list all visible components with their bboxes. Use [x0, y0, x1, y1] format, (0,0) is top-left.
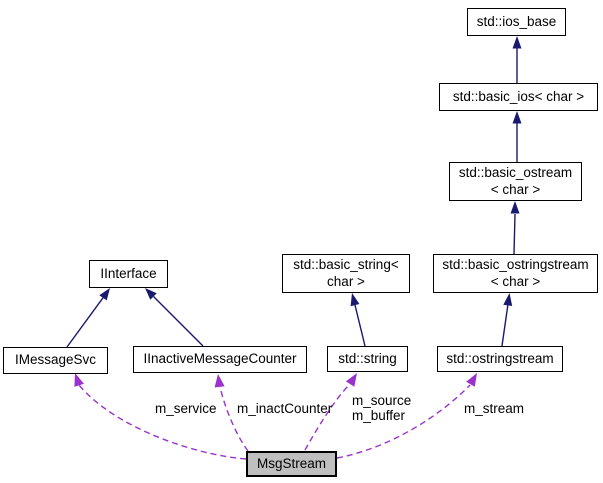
edge-msgstream-m-service — [74, 373, 247, 460]
node-std-basic-ostream[interactable]: std::basic_ostream < char > — [449, 162, 582, 201]
node-iinterface[interactable]: IInterface — [89, 260, 168, 288]
node-std-ios-base-label: std::ios_base — [476, 13, 557, 29]
edge-basic-ostream-to-basic-ios — [512, 111, 522, 162]
edge-msgstream-m-inactcounter — [214, 374, 249, 452]
edge-iinactivemessagecounter-to-iinterface — [145, 288, 204, 347]
edge-msgstream-m-source-m-buffer — [304, 373, 357, 451]
node-iinactivemessagecounter[interactable]: IInactiveMessageCounter — [133, 346, 307, 373]
edge-basic-ostringstream-to-basic-ostream — [510, 201, 520, 255]
edge-label-m-service: m_service — [155, 401, 217, 416]
node-std-basic-ios-label: std::basic_ios< char > — [452, 88, 585, 104]
edge-msgstream-m-stream — [336, 373, 477, 459]
node-std-basic-string[interactable]: std::basic_string< char > — [282, 254, 410, 293]
node-std-basic-string-label: std::basic_string< char > — [293, 257, 399, 289]
edge-label-m-inactcounter: m_inactCounter — [237, 401, 333, 416]
node-std-string-label: std::string — [338, 350, 397, 366]
edge-string-to-basic-string — [350, 293, 366, 347]
node-iinactivemessagecounter-label: IInactiveMessageCounter — [143, 351, 297, 367]
edge-basic-ios-to-ios-base — [512, 36, 522, 83]
node-std-basic-ostream-label: std::basic_ostream < char > — [458, 165, 573, 197]
node-imessagesvc[interactable]: IMessageSvc — [3, 347, 108, 374]
edge-ostringstream-to-basic-ostringstream — [501, 293, 513, 347]
node-std-ostringstream-label: std::ostringstream — [446, 350, 554, 366]
edge-label-m-stream: m_stream — [464, 401, 525, 416]
node-std-basic-ostringstream-label: std::basic_ostringstream < char > — [442, 257, 589, 289]
node-std-ostringstream[interactable]: std::ostringstream — [437, 346, 563, 372]
node-std-string[interactable]: std::string — [327, 346, 408, 372]
node-std-ios-base[interactable]: std::ios_base — [467, 8, 566, 36]
node-std-basic-ios[interactable]: std::basic_ios< char > — [439, 83, 598, 111]
node-msgstream-label: MsgStream — [256, 455, 327, 471]
node-std-basic-ostringstream[interactable]: std::basic_ostringstream < char > — [433, 254, 598, 293]
edge-imessagesvc-to-iinterface — [66, 288, 110, 348]
node-msgstream[interactable]: MsgStream — [246, 451, 337, 477]
node-iinterface-label: IInterface — [100, 265, 157, 281]
edge-label-m-source-m-buffer: m_source m_buffer — [352, 393, 412, 423]
node-imessagesvc-label: IMessageSvc — [14, 352, 97, 368]
